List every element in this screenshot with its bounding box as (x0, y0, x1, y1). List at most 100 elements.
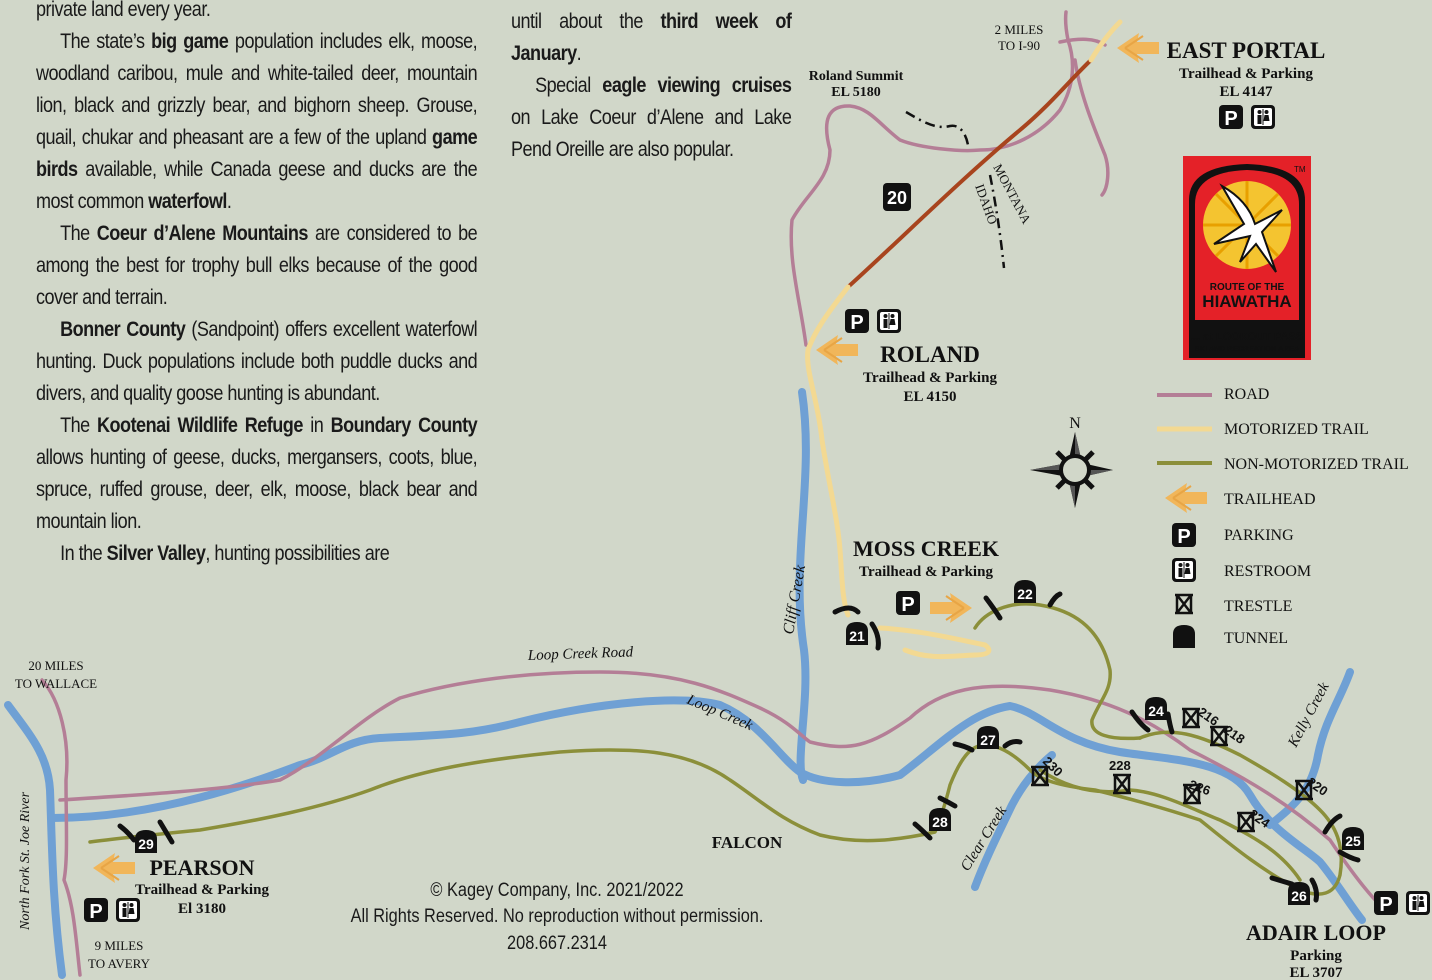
trail-adair-loop (1038, 768, 1302, 882)
emphasis-text: Coeur d’Alene Mountains (96, 222, 309, 245)
emphasis-text: Silver Valley (106, 542, 206, 565)
distance-avery-line2: TO AVERY (88, 956, 151, 971)
distance-i90-line2: TO I-90 (998, 38, 1040, 53)
body-text: allows hunting of geese, ducks, merganse… (36, 446, 478, 533)
roland-name: ROLAND (880, 342, 980, 367)
trestle-icon: 216 (1180, 704, 1222, 729)
adair-loop-name: ADAIR LOOP (1246, 920, 1386, 945)
motorized-east-portal (1088, 19, 1123, 63)
svg-text:228: 228 (1109, 758, 1131, 773)
trestle-icon: 228 (1109, 758, 1133, 795)
moss-creek-sub: Trailhead & Parking (859, 564, 993, 580)
tunnel-icon: 27 (977, 726, 999, 749)
adair-loop-elev: EL 3707 (1290, 965, 1343, 980)
distance-wallace-line2: TO WALLACE (15, 676, 97, 691)
st-joe-river-label: North Fork St. Joe River (18, 791, 33, 931)
parking-icon (845, 309, 869, 334)
body-text: private land every year. (36, 0, 211, 21)
svg-text:28: 28 (932, 814, 948, 830)
legend-parking-label: PARKING (1224, 527, 1294, 544)
restroom-icon (115, 897, 141, 923)
cliff-creek (795, 388, 810, 784)
legend-trestle-label: TRESTLE (1224, 598, 1292, 615)
legend-road-label: ROAD (1224, 386, 1269, 403)
body-text: are considered to be among the best for … (36, 222, 478, 309)
restroom-icon (1405, 890, 1431, 916)
emphasis-text: third week of January (511, 10, 792, 65)
parking-icon (1374, 891, 1398, 916)
tunnel-icon: 26 (1288, 882, 1310, 905)
tunnel-icon: 24 (1145, 697, 1167, 720)
loop-creek (48, 696, 1366, 924)
parking-icon (1219, 105, 1243, 130)
legend-tunnel-label: TUNNEL (1224, 630, 1288, 647)
east-portal-name: EAST PORTAL (1167, 38, 1326, 63)
logo-line1: ROUTE OF THE (1210, 282, 1285, 293)
hiawatha-logo: TM ROUTE OF THE HIAWATHA ... at LOOKOUT … (1183, 156, 1311, 360)
loop-creek-label: Loop Creek (684, 692, 756, 735)
trailhead-arrow-icon (1116, 32, 1160, 64)
legend-motorized-label: MOTORIZED TRAIL (1224, 421, 1369, 438)
svg-text:29: 29 (138, 836, 154, 852)
roland-summit-name: Roland Summit (809, 69, 904, 84)
body-text: available, while Canada geese and ducks … (36, 158, 478, 213)
parking-icon (84, 898, 108, 923)
distance-i90-line1: 2 MILES (995, 22, 1044, 37)
pearson-name: PEARSON (149, 855, 254, 880)
state-line (988, 174, 1006, 269)
summit-dashed-path (905, 110, 970, 146)
trailhead-arrow-icon (929, 592, 973, 624)
tunnel-icon: 28 (929, 808, 951, 831)
parking-icon (896, 591, 920, 616)
road-to-avery (40, 678, 82, 977)
body-text: In the (60, 542, 107, 565)
tunnel-icon: 22 (1014, 580, 1036, 603)
road-roland-summit (789, 10, 1075, 347)
body-text: population includes elk, moose, woodland… (36, 30, 478, 149)
body-text: until about the (511, 10, 661, 33)
restroom-icon (876, 308, 902, 334)
roland-sub: Trailhead & Parking (863, 370, 997, 386)
legend-trestle-icon (1173, 593, 1195, 615)
copyright-line2: All Rights Reserved. No reproduction wit… (351, 905, 764, 926)
body-text: in (302, 414, 331, 437)
body-text: Special (535, 74, 603, 97)
article-paragraph: private land every year. (36, 0, 477, 26)
emphasis-text: waterfowl (148, 190, 227, 213)
svg-text:20: 20 (887, 188, 907, 208)
trestle-icon: 220 (1293, 774, 1331, 801)
legend-nonmotorized-label: NON-MOTORIZED TRAIL (1224, 456, 1409, 473)
svg-text:21: 21 (849, 628, 865, 644)
body-text: The state’s (60, 30, 152, 53)
svg-text:27: 27 (980, 732, 996, 748)
water-features (4, 388, 1366, 979)
adair-loop-sub: Parking (1290, 948, 1342, 964)
loop-creek-road-label: Loop Creek Road (527, 644, 634, 664)
copyright-line1: © Kagey Company, Inc. 2021/2022 (430, 879, 683, 900)
body-text: , hunting possibilities are (205, 542, 390, 565)
body-text: The (60, 414, 98, 437)
tunnel-icon: 20 (883, 183, 911, 211)
tunnel-icon: 29 (135, 830, 157, 853)
body-text: The (60, 222, 97, 245)
compass-rose: N (1030, 415, 1113, 508)
legend-restroom-icon (1171, 557, 1197, 583)
legend-restroom-label: RESTROOM (1224, 563, 1311, 580)
trailhead-arrow-icon (92, 852, 136, 884)
roland-summit-elev: EL 5180 (831, 85, 880, 100)
emphasis-text: big game (151, 30, 229, 53)
svg-text:24: 24 (1148, 703, 1164, 719)
road-loop-creek (58, 670, 1382, 907)
pearson-elev: El 3180 (178, 901, 226, 917)
north-fork-st-joe-river (4, 701, 66, 979)
body-text: . (576, 42, 582, 65)
logo-tm: TM (1294, 165, 1306, 174)
logo-line2: HIAWATHA (1202, 292, 1291, 311)
article-middle-column: until about the third week of January. Sp… (511, 6, 792, 166)
tunnel-portals (117, 591, 1361, 903)
motorized-trails (805, 19, 1123, 660)
trail-moss-22-loop (973, 602, 1142, 741)
emphasis-text: Bonner County (60, 318, 186, 341)
east-portal-sub: Trailhead & Parking (1179, 66, 1313, 82)
